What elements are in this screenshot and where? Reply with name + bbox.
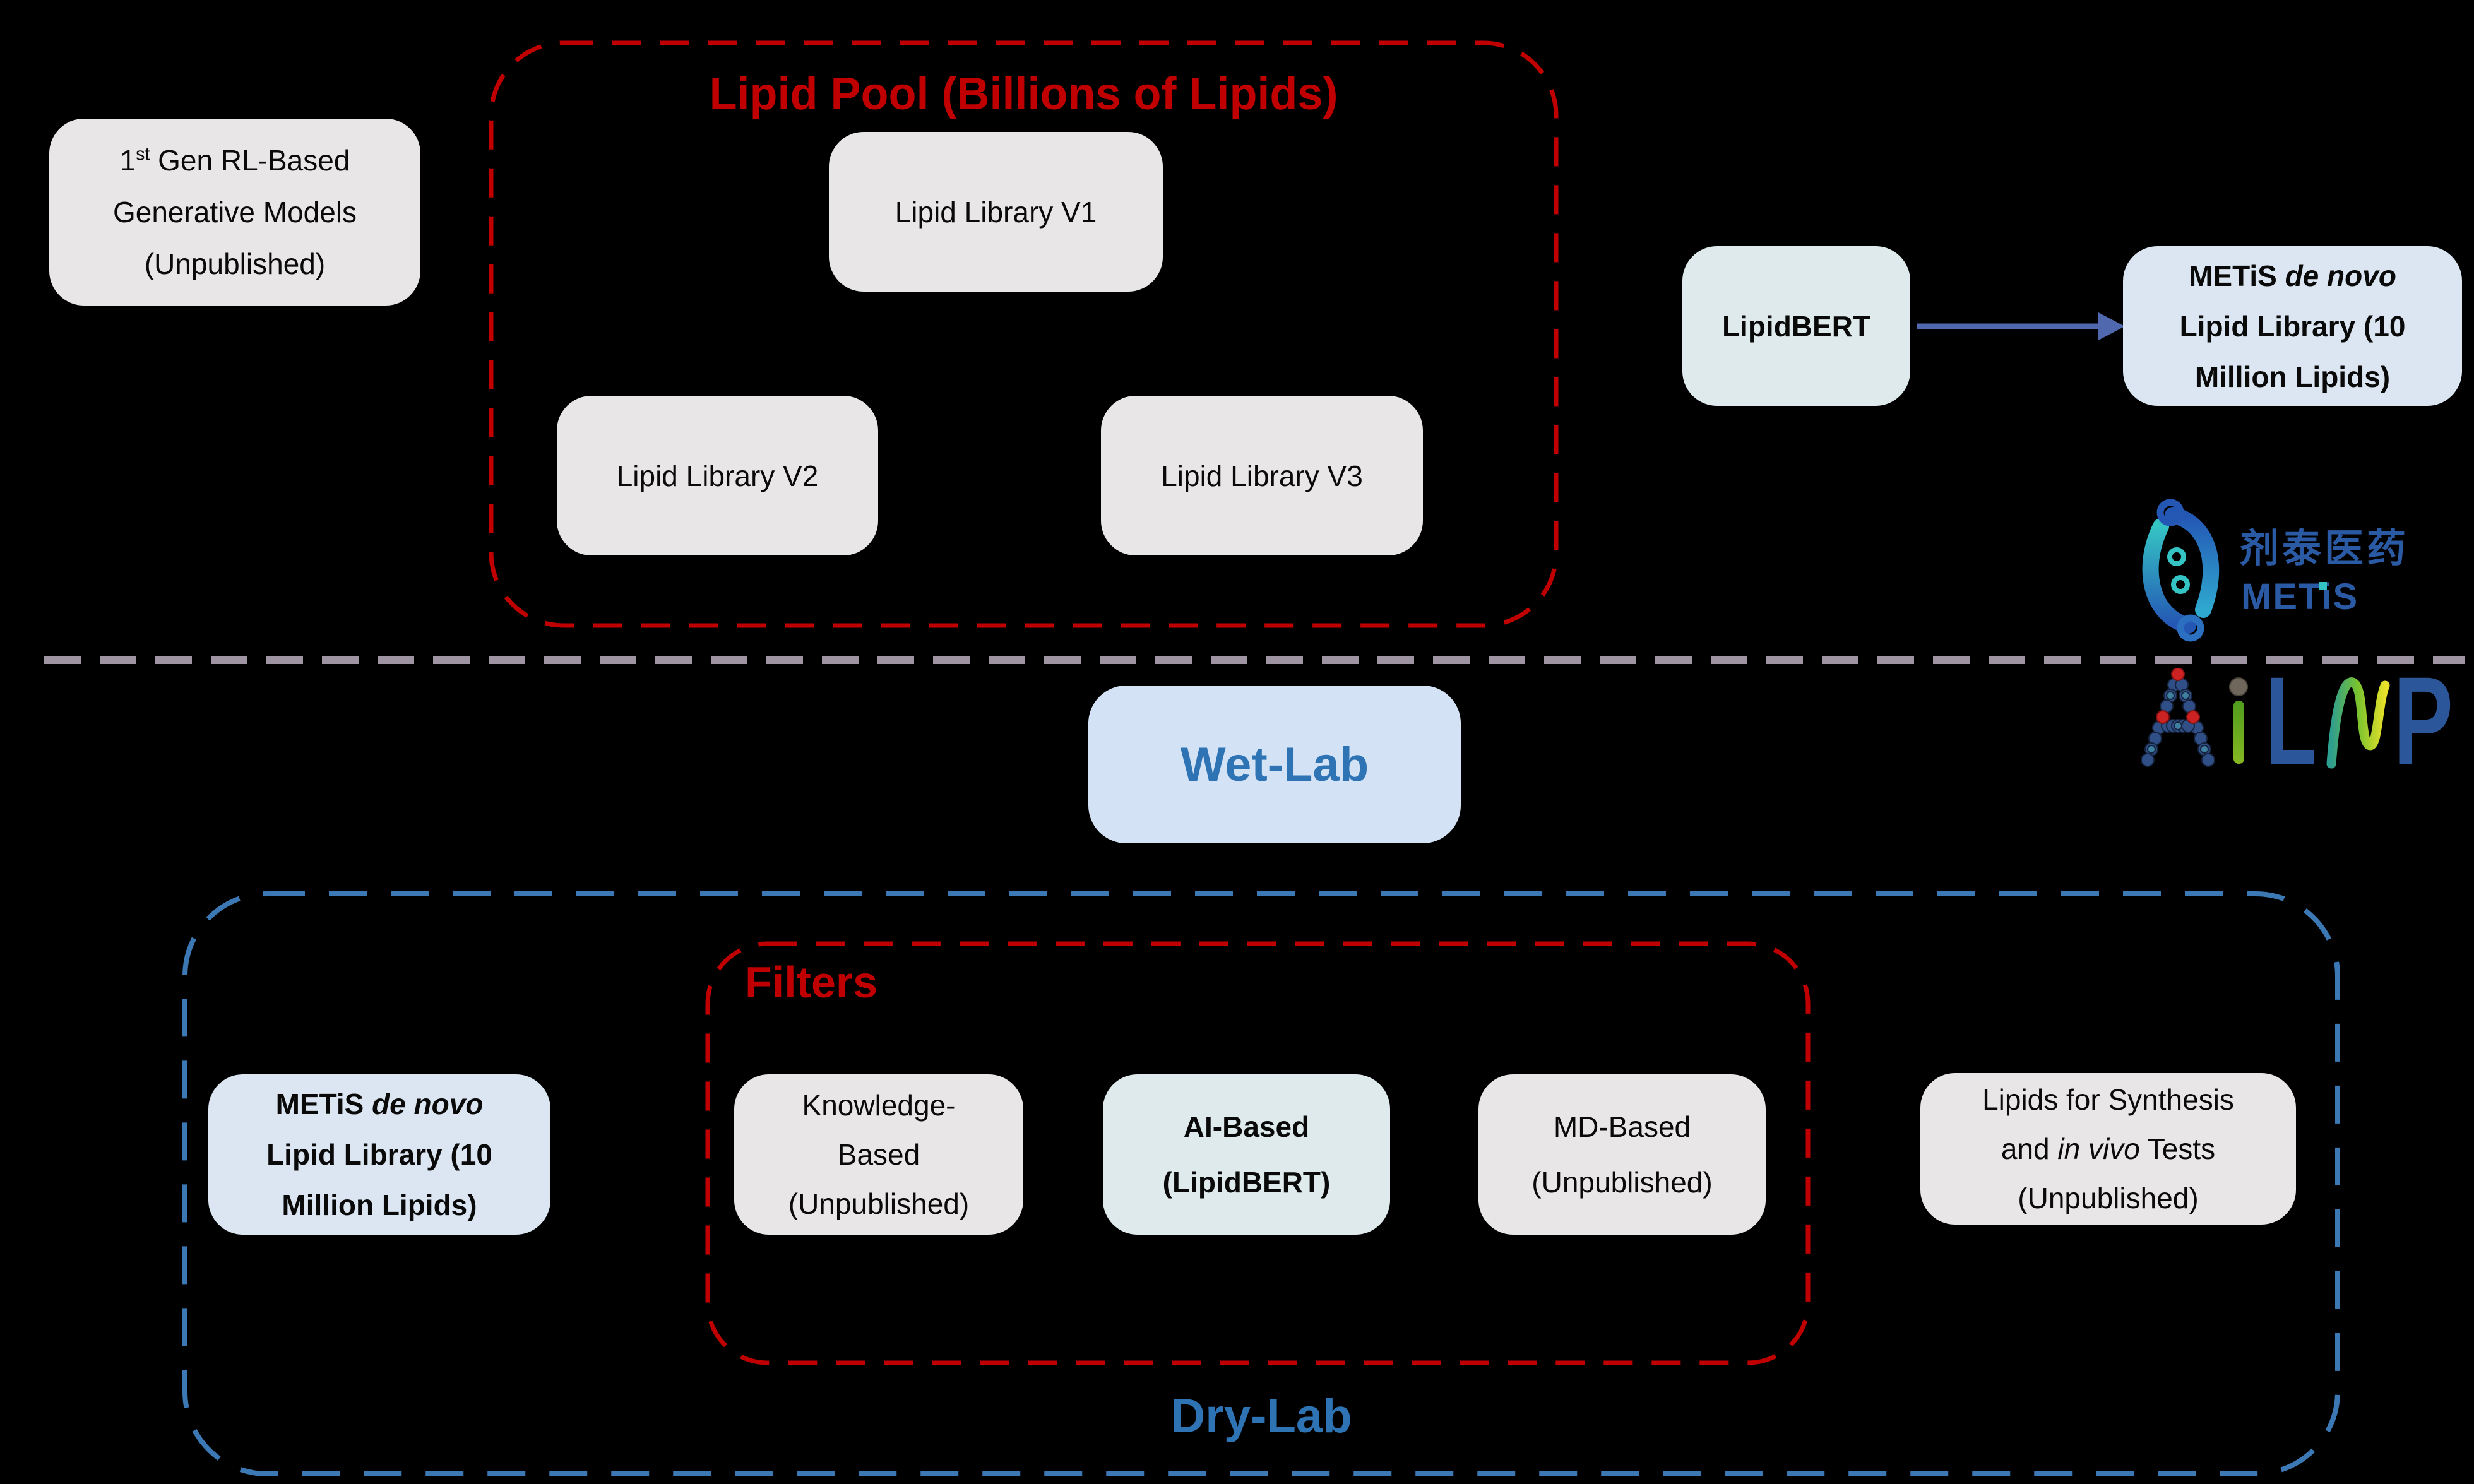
knowledge-line2: Based — [837, 1138, 920, 1171]
synthesis-box: Lipids for Synthesis and in vivo Tests (… — [1920, 1073, 2296, 1225]
ai-based-line1: AI-Based — [1183, 1110, 1310, 1143]
metis-i-dot — [2319, 582, 2327, 590]
dry-lab-region — [182, 891, 2341, 1477]
synthesis-line2: and in vivo Tests — [2001, 1132, 2216, 1165]
dry-lab-dashed-border — [182, 891, 2340, 1476]
synthesis-line3: (Unpublished) — [2018, 1182, 2199, 1214]
lipid-pool-title: Lipid Pool (Billions of Lipids) — [709, 69, 1338, 119]
metis-library-line2: Lipid Library (10 — [2179, 309, 2406, 343]
lipidbert-label: LipidBERT — [1722, 309, 1871, 343]
ailnp-letter-p: P — [2393, 668, 2453, 778]
lipid-library-v1-label: Lipid Library V1 — [895, 195, 1097, 229]
lipid-pool-region — [488, 40, 1559, 629]
ailnp-letter-i-icon — [2229, 677, 2248, 764]
ailnp-letter-l: L — [2265, 668, 2317, 778]
gen-models-line3: (Unpublished) — [144, 247, 326, 280]
metis-logo-wordmark: METiS — [2241, 576, 2359, 617]
section-divider-line — [44, 656, 2465, 664]
synthesis-line1: Lipids for Synthesis — [1982, 1083, 2234, 1116]
filters-region — [705, 941, 1811, 1365]
lipid-library-v3-box: Lipid Library V3 — [1101, 396, 1423, 555]
ai-based-line2: (LipidBERT) — [1162, 1166, 1331, 1199]
metis-library-line3: Million Lipids) — [282, 1189, 477, 1221]
dry-lab-label: Dry-Lab — [1170, 1389, 1352, 1443]
metis-library-box-top: METiS de novo Lipid Library (10 Million … — [2123, 246, 2462, 406]
gen-models-box: 1st Gen RL-Based Generative Models (Unpu… — [49, 119, 420, 306]
dry-lab-label-wrap: Dry-Lab — [182, 1389, 2341, 1444]
lipid-library-v3-label: Lipid Library V3 — [1161, 459, 1363, 492]
lipid-library-v2-label: Lipid Library V2 — [616, 459, 819, 492]
filters-title: Filters — [745, 958, 878, 1007]
metis-library-line3: Million Lipids) — [2194, 360, 2391, 393]
lipidbert-to-library-arrow — [1917, 312, 2125, 340]
lipid-library-v2-box: Lipid Library V2 — [557, 396, 878, 555]
knowledge-based-box: Knowledge- Based (Unpublished) — [734, 1074, 1023, 1235]
knowledge-line1: Knowledge- — [802, 1089, 956, 1122]
lipidbert-box: LipidBERT — [1682, 246, 1910, 406]
metis-library-box-bottom: METiS de novo Lipid Library (10 Million … — [208, 1074, 550, 1235]
ailnp-letter-a-molecule-icon — [2141, 668, 2215, 767]
gen-models-line2: Generative Models — [112, 196, 357, 229]
lipid-pool-dashed-border — [489, 40, 1559, 628]
metis-library-line1: METiS de novo — [2189, 259, 2396, 292]
gen-models-line1: 1st Gen RL-Based — [119, 144, 350, 177]
lipid-library-v1-box: Lipid Library V1 — [829, 132, 1163, 292]
knowledge-line3: (Unpublished) — [788, 1187, 970, 1220]
wet-lab-box: Wet-Lab — [1088, 686, 1461, 843]
metis-logo-swoosh-icon — [2142, 499, 2220, 642]
md-based-line2: (Unpublished) — [1531, 1166, 1713, 1199]
wet-lab-label: Wet-Lab — [1180, 737, 1369, 792]
ailnp-letter-n-squiggle-icon — [2326, 677, 2390, 769]
md-based-line1: MD-Based — [1553, 1110, 1691, 1143]
metis-library-line2: Lipid Library (10 — [266, 1138, 492, 1171]
md-based-box: MD-Based (Unpublished) — [1478, 1074, 1766, 1235]
ai-based-box: AI-Based (LipidBERT) — [1103, 1074, 1390, 1235]
metis-library-line1: METiS de novo — [275, 1088, 484, 1120]
filters-dashed-border — [705, 941, 1811, 1365]
metis-logo-chinese-text: 剂泰医药 — [2240, 527, 2410, 571]
ailnp-logo: L P — [2139, 668, 2454, 778]
